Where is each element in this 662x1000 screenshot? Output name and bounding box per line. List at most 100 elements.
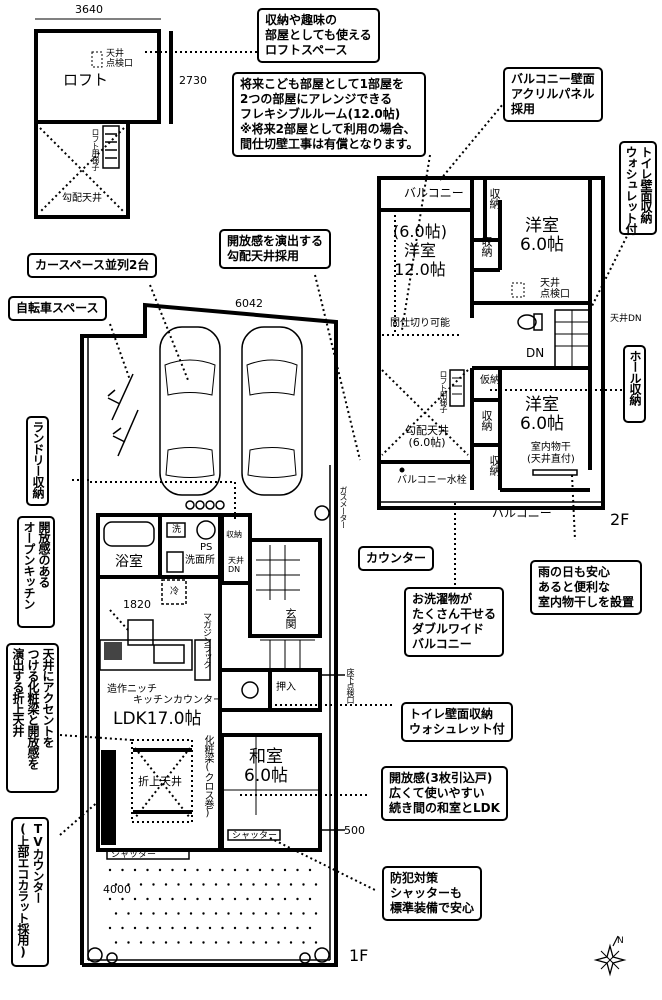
gravel-dot [271,897,274,901]
gravel-dot [146,897,149,901]
gravel-dot [189,883,193,886]
gravel-dot [233,897,237,901]
callout-security: 防犯対策 シャッターも 標準装備で安心 [382,866,483,921]
loft-ladder-label: ロフト用梯子 [91,128,100,170]
gravel-dot [283,926,287,930]
gravel-dot [208,926,212,930]
gravel-dot [289,883,293,886]
gravel-dot [308,926,312,930]
2f-storage-2: 収納 [480,236,493,256]
gravel-dot [139,941,143,944]
loft-ladder-icon [102,125,120,169]
1f-fridge-label: 冷 [170,587,180,597]
floor-label-1f: 1F [349,946,369,965]
gravel-dot [121,897,124,901]
loft-width-dimension: 3640 [75,3,103,16]
gravel-dot [202,883,205,886]
callout-double-balcony: お洗濯物が たくさん干せる ダブルワイド バルコニー [404,587,505,657]
1f-bathroom: 浴室 [115,554,143,570]
callout-balcony-panel: バルコニー壁面 アクリルパネル 採用 [503,67,603,122]
1f-shutter-1-label: シャッター [111,850,157,860]
gravel-dot [314,883,318,886]
tree-icons [87,500,330,964]
compass-icon [593,935,627,977]
2f-storage-4: 収納 [488,455,501,475]
gravel-dot [171,897,174,901]
first-floor-plan [59,274,395,967]
1f-drop-ceiling: 折上天井 [138,775,182,788]
1f-japanese-room: 和室 6.0帖 [244,747,289,786]
gravel-dot [177,941,180,944]
fridge-icon [161,579,187,605]
2f-ceiling-hatch-label: 天井 点検口 [540,278,570,300]
side-gap-dimension: 500 [344,824,365,837]
gravel-dot [271,868,274,872]
tv-counter-icon [101,750,116,845]
indoor-dryer-icon [532,469,578,476]
2f-western-room-se: 洋室 6.0帖 [520,395,565,434]
gravel-dot [146,868,149,872]
kitchen-counter-icon [99,639,193,671]
2f-storage-1: 収納 [488,188,501,208]
storage-under-icon [166,551,184,573]
2f-indoor-dryer-label: 室内物干 (天井直付) [527,442,575,465]
gravel-dot [127,941,130,944]
floor-label-2f: 2F [610,510,630,529]
gravel-dot [221,868,224,872]
site-boundary [80,302,338,967]
gravel-dot [302,883,305,886]
gravel-dot [233,926,237,930]
gravel-dot [152,883,155,886]
1f-niche: 造作ニッチ [107,684,157,695]
gravel-dot [246,868,249,872]
gravel-dot [189,912,193,915]
gravel-dot [183,868,187,872]
floor-storage-icon [127,619,154,646]
loft-sloped-ceiling-label: 勾配天井 [62,193,102,204]
2f-loft-ladder-label: ロフト用梯子 [439,370,448,412]
gravel-dot [121,868,124,872]
washer-icon [166,522,186,538]
1f-washer-label: 洗 [172,525,182,535]
gravel-dot [227,912,230,915]
gravel-dot [196,926,199,930]
gravel-dot [252,912,255,915]
gravel-dot [121,926,124,930]
gravel-dot [283,868,287,872]
gravel-dot [258,926,262,930]
gravel-dot [183,926,187,930]
gravel-dot [258,897,262,901]
1f-underfloor-hatch: 床下点検口 [346,668,355,703]
gravel-dot [277,912,280,915]
gravel-dot [108,868,112,872]
callout-counter: カウンター [358,546,435,571]
1f-closet: 押入 [276,682,296,693]
gravel-dot [252,941,255,944]
gravel-dot [264,941,268,944]
gravel-dot [171,926,174,930]
gravel-dot [239,941,243,944]
callout-rainy-day: 雨の日も安心 あると便利な 室内物干しを設置 [530,560,643,615]
bathtub-icon [103,521,155,547]
gravel-dot [164,912,168,915]
shutter-2 [227,829,281,841]
callout-car-space: カースペース並列2台 [27,253,158,278]
1f-ps-label: PS [200,542,213,553]
2f-storage-small: 仮納 [480,375,500,386]
callout-tv-counter: TVカウンター (上部エコカラット採用) [11,817,49,967]
gravel-dot [202,941,205,944]
gravel-dot [314,912,318,915]
2f-ceiling-dn-label: 天井DN [610,314,642,324]
loft-ceiling-hatch-icon [91,51,103,68]
gravel-pattern [108,868,318,944]
gravel-dot [221,897,224,901]
gravel-dot [196,897,199,901]
2f-storage-3: 収納 [480,410,493,430]
washbasin-icon [196,520,216,540]
gravel-dot [252,883,255,886]
1f-ldk: LDK17.0帖 [113,709,202,729]
gravel-dot [227,883,230,886]
2f-stairs-down-label: DN [526,346,545,360]
gravel-dot [308,897,312,901]
front-depth-dimension: 4000 [103,883,131,896]
